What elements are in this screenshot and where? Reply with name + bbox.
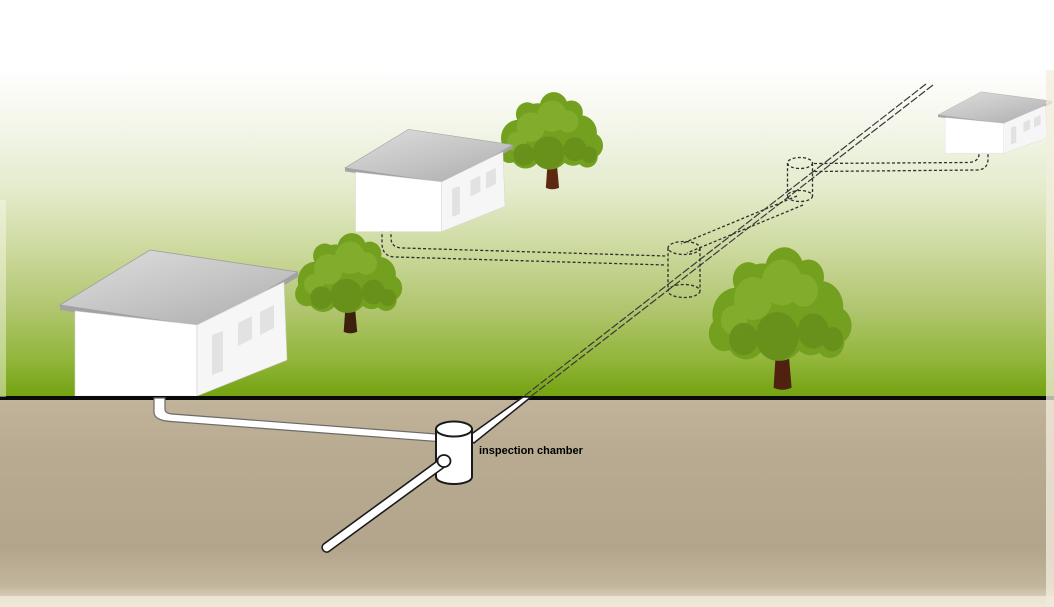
inspection-chamber-cylinder [435,420,473,485]
inspection-chamber-label: inspection chamber [479,445,583,457]
edge-fade-bottom [0,596,1054,607]
dashed-connector-pipe [680,195,804,254]
chamber-outlet-pipe [321,456,449,553]
chamber-pipe-socket [436,454,452,468]
dashed-manhole-upper [786,156,814,203]
underground-soil [0,398,1054,607]
main-drain-diagonal [522,83,934,398]
dashed-manhole-middle [667,240,701,299]
dashed-drain-medium-house [381,229,667,266]
edge-fade-left [0,200,6,397]
edge-fade-right [1046,70,1054,607]
underground-main-drain [464,396,534,444]
dashed-drain-small-house [813,149,989,173]
